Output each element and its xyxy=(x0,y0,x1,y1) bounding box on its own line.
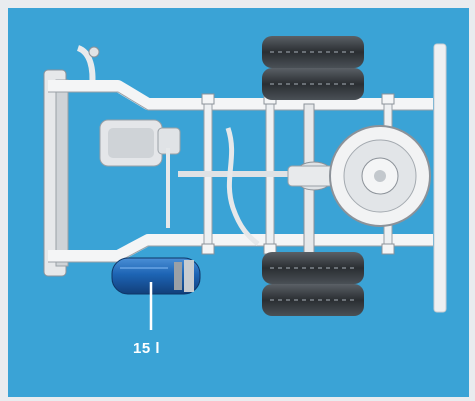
illustration-panel: 15 l xyxy=(8,8,469,397)
engine-block xyxy=(99,119,181,167)
rear-left-wheel xyxy=(262,36,364,100)
exhaust-pipe xyxy=(225,127,260,246)
gas-tank xyxy=(111,257,201,295)
tank-volume-label: 15 l xyxy=(133,340,161,357)
spare-tire xyxy=(329,125,431,227)
chassis-illustration xyxy=(43,36,447,330)
rear-right-wheel xyxy=(262,252,364,316)
rear-bumper xyxy=(433,43,447,313)
